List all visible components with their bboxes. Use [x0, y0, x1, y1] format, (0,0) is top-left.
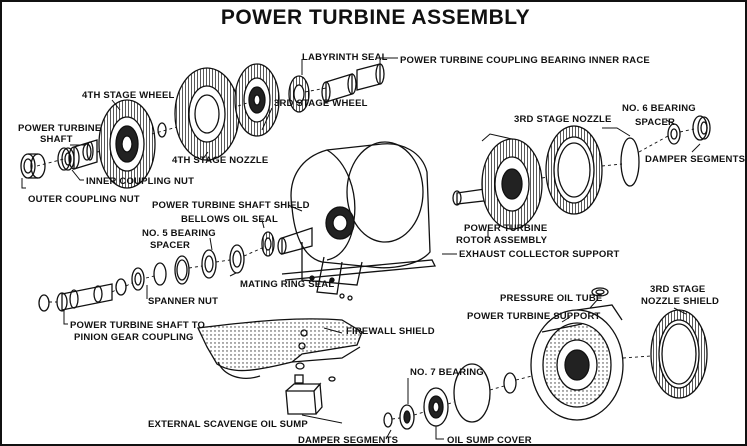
label-oil-sump-cover: OIL SUMP COVER [447, 435, 532, 446]
nozzle-shield-part [650, 309, 708, 399]
coupling-bearing-race-part [321, 63, 385, 103]
label-no5-spacer: SPACER [150, 240, 190, 251]
coupling-ring-part [82, 143, 92, 161]
power-turbine-shaft-part [68, 139, 98, 170]
label-damper-segments-top: DAMPER SEGMENTS [645, 154, 745, 165]
third-stage-nozzle-part [545, 125, 603, 215]
shaft-shield-part [277, 227, 313, 255]
leader-lines [21, 57, 701, 440]
firewall-shield-part [197, 293, 363, 379]
label-pressure-oil-tube: PRESSURE OIL TUBE [500, 293, 602, 304]
inner-coupling-nut-part [57, 147, 75, 171]
label-bellows-oil-seal: BELLOWS OIL SEAL [181, 214, 278, 225]
label-no5-bearing: NO. 5 BEARING [142, 228, 216, 239]
outer-coupling-nut-part [20, 153, 46, 179]
label-no6-bearing: NO. 6 BEARING [622, 103, 696, 114]
exhaust-collector-part [281, 141, 437, 295]
power-turbine-support-part [530, 304, 624, 421]
label-pinion-coupling-line1: POWER TURBINE SHAFT TO [70, 320, 205, 331]
spanner-nut-part [131, 262, 167, 291]
label-mating-ring-seal: MATING RING SEAL [240, 279, 334, 290]
pinion-coupling-part [38, 283, 113, 312]
label-external-scavenge-sump: EXTERNAL SCAVENGE OIL SUMP [148, 419, 308, 430]
oil-sump-cover-part [423, 387, 449, 427]
no5-bearing-part [174, 249, 217, 285]
damper-ring-part [383, 412, 393, 428]
label-inner-coupling-nut: INNER COUPLING NUT [86, 176, 194, 187]
label-spanner-nut: SPANNER NUT [148, 296, 218, 307]
fourth-stage-wheel-part [98, 99, 156, 189]
label-damper-segments-bottom: DAMPER SEGMENTS [298, 435, 398, 446]
mating-ring-seal-part [229, 244, 245, 274]
label-fourth-stage-wheel: 4TH STAGE WHEEL [82, 90, 175, 101]
bellows-oil-seal-part [261, 231, 275, 257]
label-nozzle-shield-line2: NOZZLE SHIELD [641, 296, 719, 307]
alignment-axes [36, 87, 695, 420]
support-ring-part [503, 372, 517, 394]
label-outer-coupling-nut: OUTER COUPLING NUT [28, 194, 140, 205]
third-stage-wheel-part [234, 63, 280, 137]
label-rotor-assembly-line1: POWER TURBINE [464, 223, 547, 234]
label-exhaust-collector-support: EXHAUST COLLECTOR SUPPORT [459, 249, 620, 260]
power-turbine-rotor-part [452, 138, 543, 230]
labyrinth-seal-part [288, 75, 310, 113]
nozzle-ring-part [620, 137, 640, 187]
diagram-title: POWER TURBINE ASSEMBLY [220, 6, 531, 29]
label-third-stage-nozzle: 3RD STAGE NOZZLE [514, 114, 612, 125]
callout-labels: LABYRINTH SEAL POWER TURBINE COUPLING BE… [18, 52, 745, 446]
fourth-stage-nozzle-part [174, 67, 240, 161]
label-power-turbine-support: POWER TURBINE SUPPORT [467, 311, 601, 322]
pressure-oil-tube-part [591, 287, 609, 297]
no7-bearing-part [399, 404, 415, 430]
label-nozzle-shield-line1: 3RD STAGE [650, 284, 705, 295]
label-no6-spacer: SPACER [635, 117, 675, 128]
label-fourth-stage-nozzle: 4TH STAGE NOZZLE [172, 155, 268, 166]
scavenge-sump-part [285, 362, 336, 415]
label-firewall-shield: FIREWALL SHIELD [346, 326, 435, 337]
label-third-stage-wheel: 3RD STAGE WHEEL [274, 98, 368, 109]
shaft-washer-part [115, 278, 127, 296]
large-seal-ring-part [453, 363, 491, 423]
label-pinion-coupling-line2: PINION GEAR COUPLING [74, 332, 194, 343]
label-no7-bearing: NO. 7 BEARING [410, 367, 484, 378]
label-rotor-assembly-line2: ROTOR ASSEMBLY [456, 235, 548, 246]
label-power-turbine-shaft-line2: SHAFT [40, 134, 73, 145]
label-shaft-shield: POWER TURBINE SHAFT SHIELD [152, 200, 310, 211]
label-coupling-bearing-inner-race: POWER TURBINE COUPLING BEARING INNER RAC… [400, 55, 650, 66]
label-power-turbine-shaft-line1: POWER TURBINE [18, 123, 101, 134]
label-labyrinth-seal: LABYRINTH SEAL [302, 52, 388, 63]
